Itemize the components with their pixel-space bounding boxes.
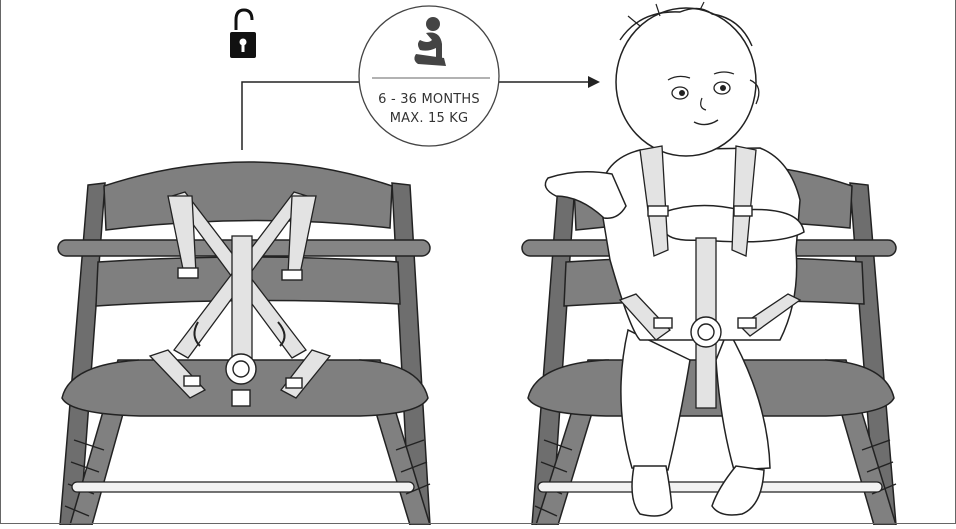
image-frame [0, 0, 956, 524]
